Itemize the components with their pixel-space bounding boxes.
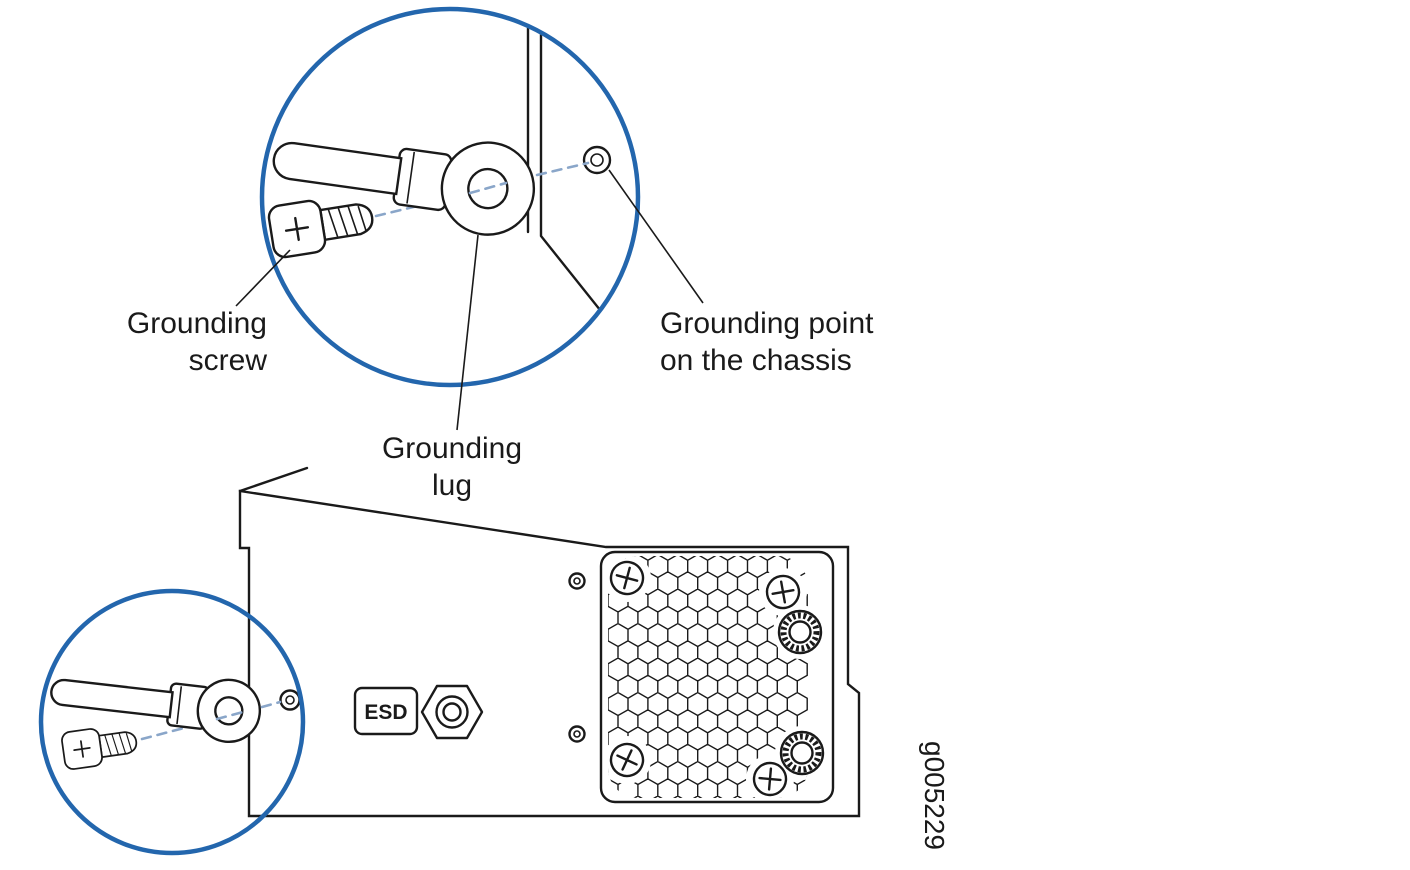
label-grounding-screw-line1: Grounding [127,307,267,340]
grounding-detail-callout [259,6,641,388]
label-grounding-point-line2: on the chassis [660,344,852,377]
chassis-top-edge [238,466,309,493]
callout-circle-bottom [38,588,306,856]
leader-grounding-screw [235,249,291,307]
grounding-lug-large [272,141,536,236]
label-grounding-point-line1: Grounding point [660,307,874,340]
mounting-hole [568,572,586,590]
grounding-screw-small [59,721,140,772]
label-grounding-lug-line2: lug [432,469,472,502]
thumbscrew-icon [781,732,823,774]
esd-jack [420,684,484,740]
chassis-corner-detail [526,11,634,352]
thumbscrew-icon [779,611,821,653]
chassis-grounding-hole [279,689,301,711]
esd-label-plate [353,686,419,736]
mounting-hole [568,725,586,743]
fan-vent-module [599,550,835,804]
grounding-cable [272,141,403,196]
annotations: Grounding screw Grounding point on the c… [127,169,950,850]
grounding-screw-large [266,190,378,260]
grounding-location-callout [38,588,306,856]
alignment-dash-line [140,726,186,741]
grounding-lug-small [50,678,262,744]
esd-label: ESD [364,701,407,724]
chassis-rear-view: ESD [238,466,861,818]
panel-screw-icon [751,760,789,798]
alignment-dash-line [215,700,282,721]
grounding-point-hole [582,145,612,175]
callout-circle-top [259,6,641,388]
figure-id: g005229 [919,741,950,850]
leader-grounding-lug [456,234,479,431]
label-grounding-screw-line2: screw [189,344,268,377]
leader-grounding-point [608,169,704,304]
label-grounding-lug-line1: Grounding [382,432,522,465]
alignment-dash-line [468,161,590,195]
